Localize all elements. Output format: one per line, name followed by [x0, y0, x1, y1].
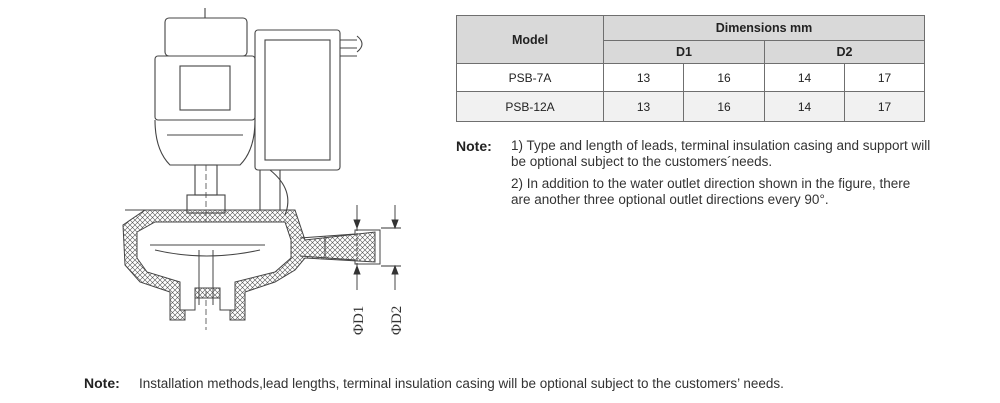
- value-cell: 14: [764, 91, 845, 122]
- model-cell: PSB-7A: [456, 63, 604, 92]
- value-cell: 17: [844, 63, 925, 92]
- bottom-note-label: Note:: [84, 375, 120, 391]
- pump-cross-section-svg: ΦD1 ΦD2: [122, 8, 405, 335]
- model-header: Model: [456, 15, 604, 64]
- dimensions-table: Model Dimensions mm D1 D2 PSB-7A 13 16 1…: [456, 15, 925, 122]
- bottom-note-text: Installation methods,lead lengths, termi…: [139, 376, 784, 391]
- value-cell: 13: [603, 91, 684, 122]
- note-item-2: 2) In addition to the water outlet direc…: [511, 176, 911, 207]
- dim-label-d1: ΦD1: [351, 306, 367, 335]
- table-row: PSB-7A 13 16 14 17: [456, 63, 925, 92]
- pump-technical-drawing: ΦD1 ΦD2: [95, 0, 435, 345]
- value-cell: 13: [603, 63, 684, 92]
- bottom-note: Note: Installation methods,lead lengths, …: [84, 375, 784, 391]
- dimensions-header: Dimensions mm: [603, 15, 925, 41]
- note-item-1: 1) Type and length of leads, terminal in…: [511, 138, 931, 169]
- d1-header: D1: [603, 40, 765, 64]
- table-row: PSB-12A 13 16 14 17: [456, 91, 925, 122]
- value-cell: 16: [683, 63, 765, 92]
- terminal-box: [254, 29, 341, 171]
- note-label: Note:: [456, 138, 492, 154]
- motor-top: [164, 17, 248, 57]
- value-cell: 17: [844, 91, 925, 122]
- value-cell: 16: [683, 91, 765, 122]
- note-text: 1) Type and length of leads, terminal in…: [511, 138, 931, 214]
- d2-header: D2: [764, 40, 925, 64]
- model-cell: PSB-12A: [456, 91, 604, 122]
- dim-label-d2: ΦD2: [389, 306, 405, 335]
- value-cell: 14: [764, 63, 845, 92]
